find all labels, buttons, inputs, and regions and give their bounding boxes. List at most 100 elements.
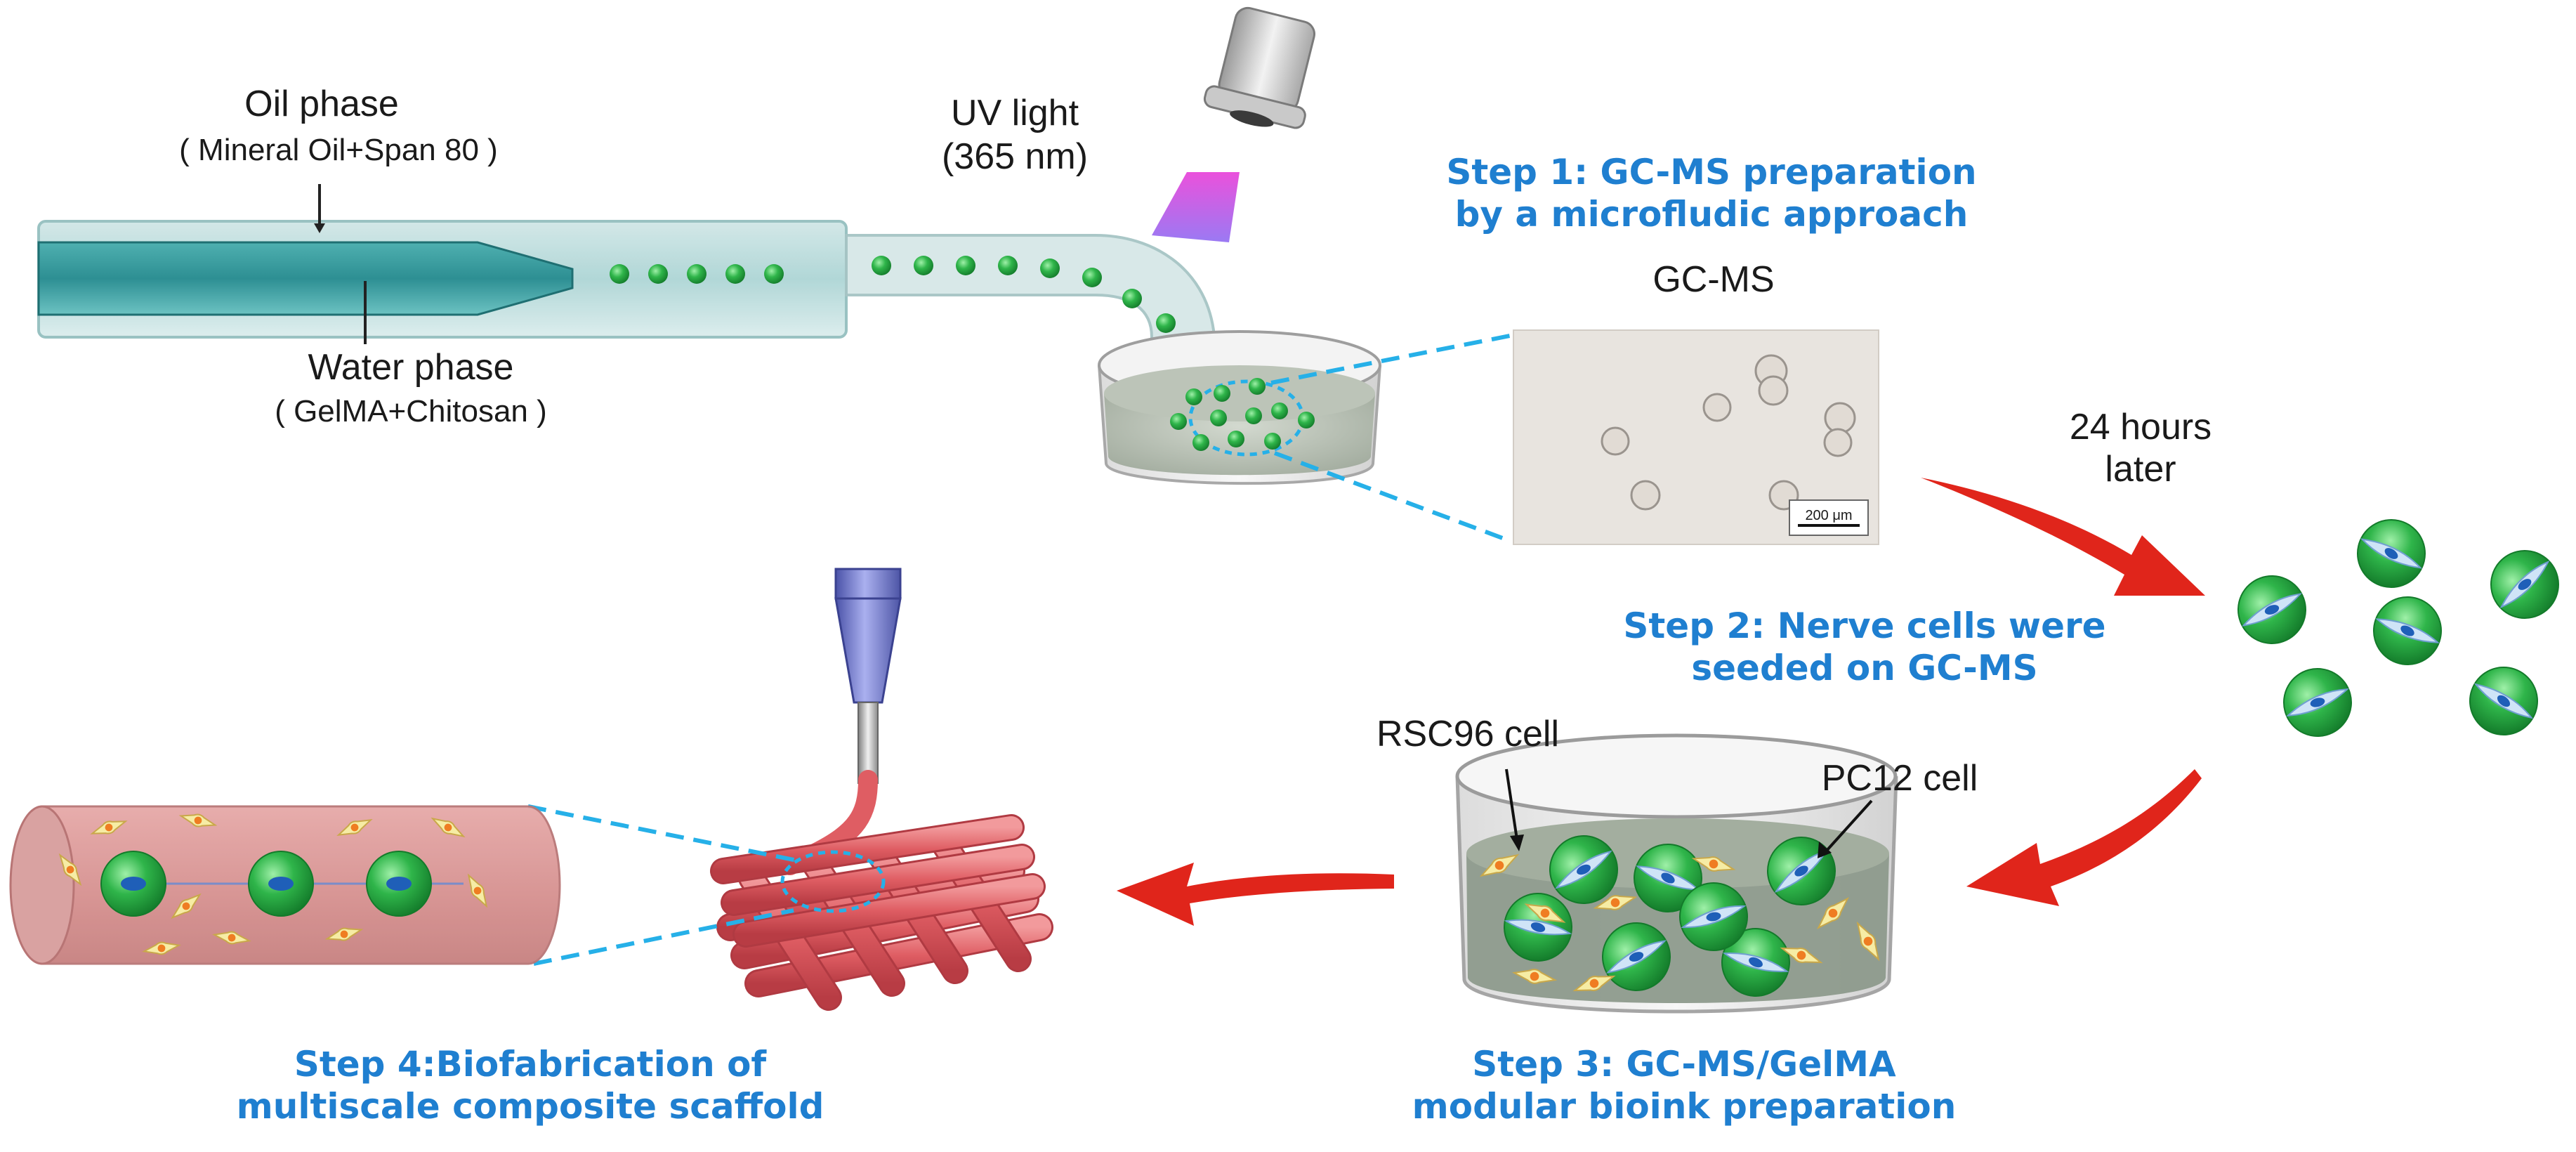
seeded-microsphere [2283, 668, 2352, 737]
droplet [648, 264, 668, 284]
nucleus [1863, 936, 1873, 946]
dish-microsphere [1271, 402, 1288, 419]
micrograph-title: GC-MS [1652, 259, 1774, 300]
uv-lamp [1203, 6, 1315, 129]
uv-light-label: UV light [951, 93, 1079, 133]
nucleus [194, 816, 202, 825]
zoom-line-lower [533, 908, 794, 966]
micrograph-microsphere [1823, 428, 1853, 457]
rsc96-cell [431, 817, 466, 838]
dish-microspheres [1170, 378, 1315, 451]
step3-title-line2: modular bioink preparation [1412, 1086, 1957, 1127]
step1-title-line2: by a microfludic approach [1455, 194, 1969, 235]
nucleus [444, 823, 452, 832]
droplet [764, 264, 784, 284]
step1-title-line1: Step 1: GC-MS preparation [1446, 152, 1976, 192]
seeded-microsphere [2490, 550, 2559, 619]
rsc96-cell [1572, 975, 1616, 992]
step4-title-line2: multiscale composite scaffold [237, 1086, 824, 1127]
nucleus [1661, 872, 1675, 884]
step2-title-line2: seeded on GC-MS [1691, 648, 2037, 688]
nucleus [350, 823, 359, 832]
bioink-vial [1455, 733, 1898, 1014]
nucleus [182, 902, 190, 910]
nucleus [1749, 957, 1763, 968]
nozzle-needle [857, 702, 879, 784]
nucleus [2518, 579, 2532, 590]
seeded-microsphere [1504, 893, 1572, 962]
nucleus [473, 886, 482, 895]
pc12-pointer [1825, 799, 1873, 853]
step2-title-line1: Step 2: Nerve cells were [1623, 606, 2105, 646]
uv-beam [1152, 172, 1240, 242]
nucleus [1577, 864, 1591, 875]
nucleus [1629, 952, 1644, 962]
droplet [914, 256, 933, 275]
nucleus [1706, 912, 1721, 922]
droplet [1082, 268, 1102, 287]
rsc96-cell [1511, 969, 1558, 984]
time-label-line1: 24 hours [2070, 407, 2212, 447]
nucleus [1828, 908, 1838, 918]
time-label-line2: later [2105, 449, 2176, 490]
nucleus [2264, 605, 2280, 615]
rsc96-cell [1780, 947, 1823, 964]
rsc96-cell [1691, 856, 1736, 872]
scaffold-rod [712, 816, 1023, 882]
dish-microsphere [1214, 385, 1230, 402]
rsc96-cell [1816, 896, 1850, 930]
nucleus [157, 944, 166, 953]
nucleus [386, 877, 412, 891]
scaffold-rod [735, 875, 1044, 945]
seeded-microsphere [1602, 922, 1671, 991]
micrograph-microsphere [1758, 375, 1789, 406]
seeded-microspheres [2237, 519, 2559, 737]
micrograph-microsphere [1702, 393, 1732, 422]
rsc96-cell [1524, 903, 1566, 923]
nucleus [268, 877, 294, 891]
seeded-microsphere [2469, 667, 2538, 735]
zoom-line-bottom [1273, 451, 1511, 543]
droplet [687, 264, 707, 284]
micrograph-microsphere [1824, 402, 1856, 434]
rsc96-pointer [1505, 768, 1518, 840]
printed-scaffold [710, 814, 1053, 1011]
dish-microsphere [1228, 431, 1244, 447]
nucleus [228, 934, 236, 942]
rsc96-cell [336, 819, 373, 836]
dish-microsphere [1298, 412, 1315, 428]
arrow-to-step3 [1966, 769, 2202, 906]
rsc96-cell [58, 853, 82, 886]
droplet [1122, 289, 1142, 308]
rsc96-label: RSC96 cell [1376, 714, 1559, 754]
rsc96-cell [90, 820, 128, 834]
rsc96-cell [1593, 895, 1638, 910]
droplet [998, 256, 1018, 275]
nucleus [1610, 898, 1620, 908]
nozzle-cone [834, 597, 902, 704]
rsc96-cell [467, 873, 488, 908]
scaffold-zoom-circle [780, 850, 886, 913]
droplet [1040, 258, 1060, 278]
rsc96-cell [171, 893, 202, 919]
arrow-24h [1921, 478, 2205, 596]
magnified-filament [9, 805, 561, 965]
inner-capillary [37, 241, 574, 316]
micrograph-microsphere [1601, 426, 1630, 456]
scaffold-rod [723, 846, 1033, 914]
dish-microsphere [1192, 434, 1209, 451]
nucleus [2384, 548, 2398, 559]
oil-phase-detail: ( Mineral Oil+Span 80 ) [179, 133, 498, 167]
rsc96-cell [1856, 921, 1880, 962]
zoom-line-upper [527, 804, 798, 863]
microfluidic-device [37, 220, 1215, 405]
droplet [725, 264, 745, 284]
nucleus [121, 877, 146, 891]
droplet [956, 256, 975, 275]
micrograph-microsphere [1630, 480, 1661, 511]
dish-microsphere [1249, 378, 1266, 395]
dish-microsphere [1210, 410, 1227, 426]
nucleus [2497, 695, 2511, 707]
rsc96-cell [178, 813, 218, 827]
oil-phase-label: Oil phase [244, 84, 399, 124]
